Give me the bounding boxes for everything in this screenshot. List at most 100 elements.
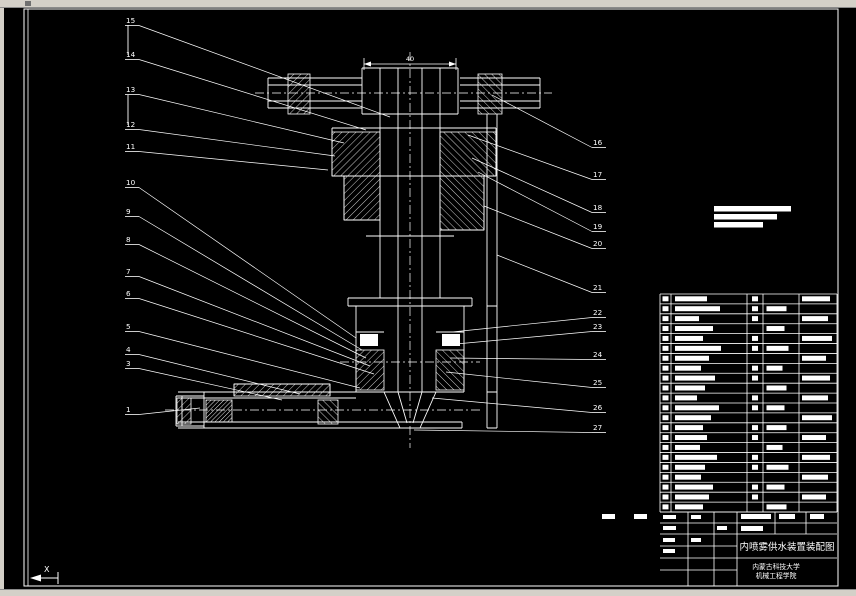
svg-text:13: 13 xyxy=(126,85,135,94)
svg-text:25: 25 xyxy=(593,378,602,387)
callout-24: 24 xyxy=(449,350,606,360)
tech-note-line xyxy=(714,206,791,212)
tech-note-line xyxy=(714,222,763,228)
parts-table-row xyxy=(662,474,828,480)
svg-text:7: 7 xyxy=(126,267,131,276)
centerlines xyxy=(165,52,552,448)
svg-text:14: 14 xyxy=(126,50,136,59)
parts-table-row xyxy=(662,365,783,371)
parts-table-row xyxy=(662,425,787,431)
callout-22: 22 xyxy=(451,308,606,333)
organization-name: 内蒙古科技大学 xyxy=(752,562,800,571)
parts-table-row xyxy=(662,504,787,510)
svg-text:17: 17 xyxy=(593,170,602,179)
seal-parts xyxy=(360,334,460,346)
callout-7: 7 xyxy=(125,267,371,367)
svg-text:5: 5 xyxy=(126,322,131,331)
svg-text:11: 11 xyxy=(126,142,135,151)
ucs-icon: X xyxy=(30,565,59,584)
parts-table-row xyxy=(662,415,832,421)
svg-text:21: 21 xyxy=(593,283,602,292)
svg-text:24: 24 xyxy=(593,350,603,359)
assembly-outline xyxy=(127,25,541,429)
svg-text:15: 15 xyxy=(126,16,135,25)
parts-table-row xyxy=(662,435,826,441)
callout-15: 15 xyxy=(125,16,391,118)
window-top-edge xyxy=(0,0,856,8)
svg-text:26: 26 xyxy=(593,403,603,412)
svg-text:3: 3 xyxy=(126,359,131,368)
parts-table-row xyxy=(662,335,832,341)
dimension-top: 40 xyxy=(363,55,457,70)
callout-17: 17 xyxy=(467,134,606,180)
parts-table-row xyxy=(662,326,785,332)
parts-table-row xyxy=(662,375,830,381)
window-menu-remnant xyxy=(25,1,31,6)
svg-text:1: 1 xyxy=(126,405,131,414)
svg-text:12: 12 xyxy=(126,120,135,129)
svg-text:9: 9 xyxy=(126,207,131,216)
callout-18: 18 xyxy=(471,157,606,213)
drawing-title: 内喷雾供水装置装配图 xyxy=(739,541,834,553)
svg-text:20: 20 xyxy=(593,239,603,248)
parts-table-row xyxy=(662,484,785,490)
window-bottom-edge xyxy=(0,589,856,596)
tech-note-line xyxy=(714,214,777,220)
parts-table-row xyxy=(662,405,785,411)
titleblock-label-bars xyxy=(663,514,824,553)
svg-text:23: 23 xyxy=(593,322,602,331)
callout-25: 25 xyxy=(445,371,606,388)
window-left-edge xyxy=(0,8,4,589)
department-name: 机械工程学院 xyxy=(756,571,797,580)
callout-19: 19 xyxy=(477,171,606,232)
svg-text:10: 10 xyxy=(126,178,136,187)
sheet-number-text-bars xyxy=(602,514,647,519)
callout-14: 14 xyxy=(125,50,367,131)
callout-26: 26 xyxy=(431,397,606,413)
parts-list-table xyxy=(659,293,838,513)
parts-table-row xyxy=(662,306,787,312)
parts-table-row xyxy=(662,444,783,450)
callout-12: 12 xyxy=(125,120,336,157)
titleblock-grid xyxy=(660,511,837,586)
sheet-border xyxy=(23,8,839,587)
callout-13: 13 xyxy=(125,85,345,144)
parts-table-row xyxy=(662,355,826,361)
callout-20: 20 xyxy=(483,205,606,249)
callout-23: 23 xyxy=(455,322,606,345)
callout-4: 4 xyxy=(125,345,301,395)
ucs-x-label: X xyxy=(44,565,50,574)
callout-9: 9 xyxy=(125,207,363,351)
callout-16: 16 xyxy=(491,94,606,148)
callout-27: 27 xyxy=(413,423,606,433)
callout-21: 21 xyxy=(496,254,606,293)
section-hatch-areas xyxy=(176,73,503,425)
svg-text:4: 4 xyxy=(126,345,131,354)
svg-text:8: 8 xyxy=(126,235,131,244)
parts-table-row xyxy=(662,464,789,470)
svg-text:27: 27 xyxy=(593,423,602,432)
svg-text:19: 19 xyxy=(593,222,603,231)
parts-table-row xyxy=(662,296,830,302)
svg-text:22: 22 xyxy=(593,308,602,317)
svg-text:6: 6 xyxy=(126,289,131,298)
callout-3: 3 xyxy=(125,359,283,401)
svg-text:18: 18 xyxy=(593,203,603,212)
dimension-top-value: 40 xyxy=(406,55,414,63)
parts-table-row xyxy=(662,395,828,401)
callout-11: 11 xyxy=(125,142,329,171)
callouts-left: 15 14 13 12 11 10 9 8 7 6 5 4 3 1 xyxy=(125,16,391,415)
callout-1: 1 xyxy=(125,405,201,415)
technical-notes-text xyxy=(714,206,791,228)
parts-table-row xyxy=(662,316,828,322)
parts-table-row xyxy=(662,385,787,391)
parts-table-row xyxy=(662,494,826,500)
parts-table-row xyxy=(662,454,830,460)
callout-10: 10 xyxy=(125,178,357,339)
parts-table-row xyxy=(662,345,789,351)
callout-8: 8 xyxy=(125,235,367,359)
svg-text:16: 16 xyxy=(593,138,603,147)
callouts-right: 16 17 18 19 20 21 22 23 24 25 26 27 xyxy=(413,94,606,433)
callout-6: 6 xyxy=(125,289,375,375)
